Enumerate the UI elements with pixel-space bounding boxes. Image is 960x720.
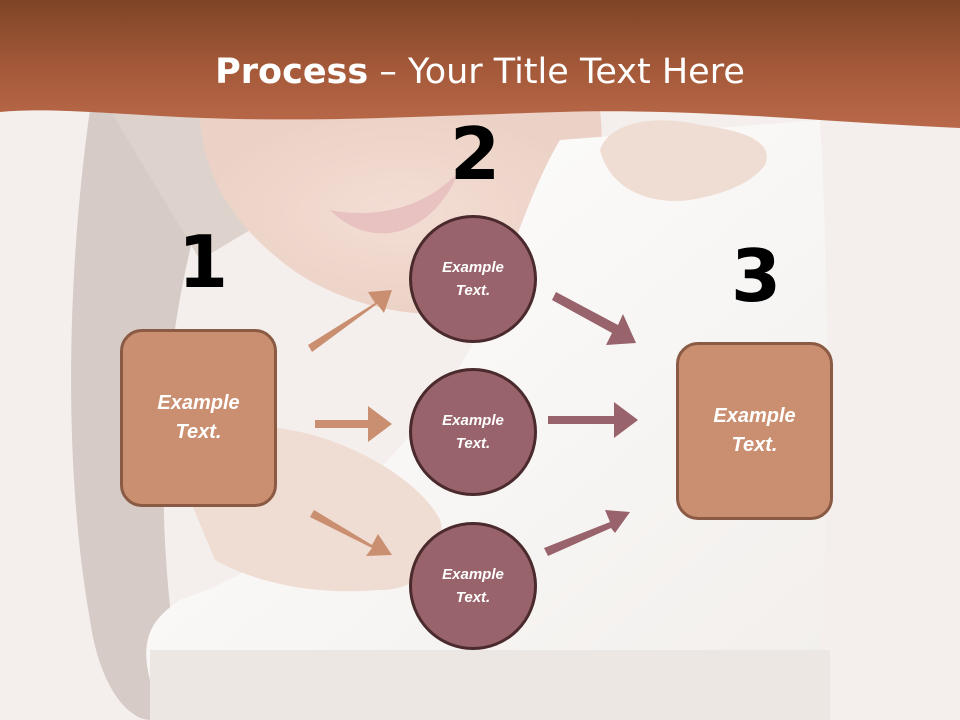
left-process-box: Example Text. — [120, 329, 277, 507]
step-number-3: 3 — [731, 234, 782, 318]
title-bold: Process — [215, 52, 369, 92]
process-circle-3: Example Text. — [409, 522, 537, 650]
arrow-from-circle-1 — [552, 292, 636, 345]
arrow-from-circle-3 — [544, 510, 630, 556]
circle-3-label: Example Text. — [442, 566, 504, 606]
step-number-1: 1 — [178, 220, 229, 304]
process-circle-2: Example Text. — [409, 368, 537, 496]
slide-title: Process – Your Title Text Here — [0, 52, 960, 92]
smile-shape — [330, 170, 460, 234]
step-number-2: 2 — [450, 112, 501, 196]
circle-1-label: Example Text. — [442, 259, 504, 299]
arrow-from-circle-2 — [548, 402, 638, 438]
title-banner — [0, 0, 960, 128]
left-box-label: Example Text. — [157, 392, 240, 443]
right-box-label: Example Text. — [713, 405, 796, 456]
hand-top — [600, 120, 767, 201]
arrow-to-circle-1 — [308, 290, 392, 352]
arrow-to-circle-2 — [315, 406, 392, 442]
arrow-to-circle-3 — [310, 510, 392, 556]
circle-2-label: Example Text. — [442, 412, 504, 452]
process-circle-1: Example Text. — [409, 215, 537, 343]
right-process-box: Example Text. — [676, 342, 833, 520]
title-rest: – Your Title Text Here — [368, 52, 745, 92]
